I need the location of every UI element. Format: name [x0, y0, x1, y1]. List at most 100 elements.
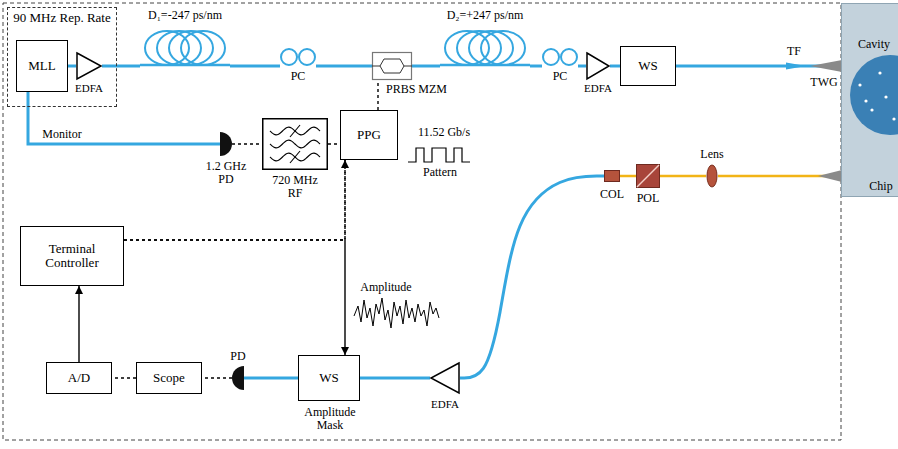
lens-symbol: Lens	[706, 164, 718, 188]
collimator-outline	[604, 170, 620, 182]
laser-source-group: MLL EDFA 90 MHz Rep. Rate	[8, 8, 116, 106]
fiber-spool: D₁=-247 ps/nm	[140, 28, 230, 66]
component-label: PC	[283, 70, 313, 83]
microcavity: Cavity	[850, 55, 898, 135]
component-label: COL	[596, 188, 628, 201]
polarizer-cube: POL	[636, 164, 660, 188]
optical-fiber	[102, 65, 140, 68]
tapered-fiber	[786, 63, 806, 70]
optical-fiber	[460, 176, 604, 378]
signal-line	[112, 377, 136, 378]
component-label: Chip	[866, 180, 896, 193]
waveshaper-box: WSAmplitude Mask	[298, 355, 360, 401]
component-label: PRBS MZM	[386, 83, 458, 96]
dashed-frame	[3, 3, 841, 440]
signal-line	[78, 286, 79, 362]
optical-fiber	[316, 65, 372, 68]
optical-fiber	[244, 377, 298, 380]
polarization-controller-outline	[280, 48, 316, 66]
annotation-label: TF	[782, 45, 806, 58]
free-space-beam	[660, 175, 706, 178]
component-label: Terminal Controller	[25, 242, 119, 271]
component-label: 720 MHz RF	[270, 174, 320, 200]
waveshaper-box: WS	[620, 46, 676, 86]
microcavity-outline	[850, 55, 898, 135]
annotation-label: TWG	[804, 76, 844, 89]
amplifier-symbol: EDFA	[586, 52, 610, 80]
collimator: COL	[604, 170, 620, 182]
component-label: PC	[545, 70, 575, 83]
polarizer-cube-outline	[636, 164, 660, 188]
pattern-generator: PPG	[340, 110, 398, 160]
free-space-beam	[620, 175, 636, 178]
polarization-controller: PC	[280, 48, 316, 66]
tapered-waveguide	[810, 60, 842, 72]
photodetector: 1.2 GHz PD	[220, 132, 232, 156]
annotation-label: Amplitude	[354, 281, 418, 294]
component-label: Amplitude Mask	[297, 406, 363, 432]
lens-symbol-outline	[706, 164, 718, 188]
optical-fiber	[610, 65, 620, 68]
signal-line	[124, 240, 345, 355]
connector-label: Monitor	[34, 128, 90, 141]
component-label: Scope	[153, 371, 185, 385]
component-label: D₁=-247 ps/nm	[130, 9, 240, 22]
optical-fiber	[412, 65, 440, 68]
component-label: WS	[638, 59, 658, 73]
component-label: WS	[319, 371, 339, 385]
component-label: Lens	[694, 148, 730, 161]
signal-line	[202, 377, 232, 378]
photodetector: PD	[232, 366, 244, 390]
photodetector-outline	[232, 366, 244, 390]
fiber-spool-outline	[140, 28, 230, 66]
optical-fiber	[68, 65, 76, 68]
fiber-spool-outline	[440, 28, 530, 66]
amplifier-symbol: EDFA	[76, 52, 102, 80]
amplifier-symbol: EDFA	[430, 362, 460, 394]
amplifier-symbol-outline	[586, 52, 610, 80]
component-label: EDFA	[578, 82, 618, 94]
adc-box: A/D	[46, 362, 112, 394]
polarization-controller-outline	[542, 48, 578, 66]
component-label: 90 MHz Rep. Rate	[13, 11, 110, 25]
rf-filter-outline	[262, 118, 328, 170]
optical-fiber	[230, 65, 280, 68]
connector-group	[28, 66, 842, 378]
signal-line	[232, 143, 262, 144]
signal-line	[328, 143, 340, 144]
controller-box: Terminal Controller	[20, 226, 124, 286]
oscilloscope-box: Scope	[136, 362, 202, 394]
photonic-chip: CavityChip	[842, 4, 898, 196]
component-label: POL	[630, 192, 666, 205]
amplifier-symbol-outline	[76, 52, 102, 80]
component-label: Cavity	[852, 38, 896, 51]
component-label: EDFA	[425, 398, 465, 410]
photodetector-outline	[220, 132, 232, 156]
optical-fiber	[530, 65, 542, 68]
signal-line	[124, 160, 345, 240]
signal-line	[377, 80, 378, 110]
component-label: 1.2 GHz PD	[200, 160, 252, 186]
pattern-waveform	[408, 148, 470, 162]
annotation-label: 11.52 Gb/s	[404, 126, 484, 139]
component-label: D₂=+247 ps/nm	[430, 9, 540, 22]
fiber-spool: D₂=+247 ps/nm	[440, 28, 530, 66]
rf-filter: 720 MHz RF	[262, 118, 328, 170]
amplifier-symbol-outline	[430, 362, 460, 394]
component-label: PD	[222, 350, 254, 363]
modulator-symbol-outline	[372, 52, 412, 80]
component-label: MLL	[28, 59, 55, 73]
optical-fiber	[578, 65, 586, 68]
amplitude-waveform	[354, 298, 439, 328]
modulator-symbol: PRBS MZM	[372, 52, 412, 80]
component-label: A/D	[68, 371, 90, 385]
polarization-controller: PC	[542, 48, 578, 66]
annotation-label: Pattern	[410, 166, 470, 179]
optical-fiber	[28, 92, 220, 144]
optical-fiber	[360, 377, 430, 380]
tapered-waveguide	[818, 170, 842, 182]
component-label: PPG	[357, 128, 381, 142]
component-label: EDFA	[70, 82, 108, 94]
laser-box: MLL	[16, 40, 68, 92]
